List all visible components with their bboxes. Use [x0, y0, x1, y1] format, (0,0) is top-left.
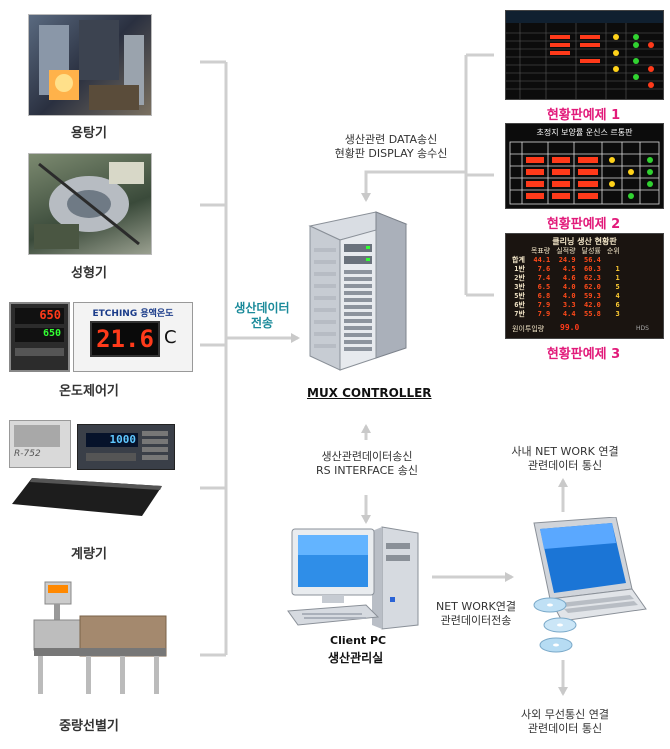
- temperature-display-panel: ETCHING 용액온도 21.6 C: [73, 302, 193, 372]
- display-3-header: 실적량: [556, 247, 576, 255]
- display-3-cell: 5: [615, 283, 620, 291]
- display-3-cell: 1: [615, 265, 620, 273]
- display-3-cell: 7.4: [537, 274, 551, 282]
- left-transfer-label: 생산데이터 전송: [234, 301, 290, 330]
- display-3-cell: 6: [615, 301, 620, 309]
- display-3-row: 5반 6.8 4.0 59.3 4: [509, 292, 623, 301]
- display-3-footer-label: 원이투입량: [512, 325, 545, 333]
- status-board-example-1: [505, 10, 664, 100]
- display-3-cell: [604, 256, 623, 265]
- client-pc-icon: [286, 525, 432, 633]
- display-3-row: 2반 7.4 4.6 62.3 1: [509, 274, 623, 283]
- display-3-cell: 59.3: [584, 292, 601, 300]
- mux-controller-server-icon: [300, 208, 410, 373]
- display-3-header: 달성률: [581, 247, 601, 255]
- temp-panel-value: 21.6: [90, 321, 160, 357]
- display-3-cell: 60.3: [584, 265, 601, 273]
- display-label-2: 현황판예제 2: [546, 217, 621, 232]
- display-3-cell: 4.0: [562, 283, 576, 291]
- to-server-top-arrow: [361, 170, 466, 202]
- display-3-cell: 3.3: [562, 301, 576, 309]
- client-pc-label: Client PC: [330, 634, 387, 647]
- display-3-row: 합계 44.1 24.9 56.4: [509, 256, 623, 265]
- laptop-icon: [520, 516, 650, 657]
- display-3-cell: 44.1: [533, 256, 551, 264]
- display-3-cell: 7.9: [537, 310, 551, 318]
- display-3-row: 3반 6.5 4.0 62.0 5: [509, 283, 623, 292]
- display-3-footer-value: 99.0: [560, 323, 580, 332]
- display-3-header: 순위: [606, 247, 620, 255]
- melting-furnace-photo: [28, 14, 152, 116]
- temp-panel-unit: C: [164, 327, 177, 348]
- display-3-cell: 1반: [514, 265, 525, 273]
- mux-controller-label: MUX CONTROLLER: [307, 386, 432, 400]
- display-3-cell: 42.0: [584, 301, 601, 309]
- display-3-title: 클리닝 생산 현황판: [552, 237, 617, 246]
- display-3-cell: 55.8: [584, 310, 601, 318]
- display-3-row: 7반 7.9 4.4 55.8 3: [509, 310, 623, 319]
- display-3-row: 6반 7.9 3.3 42.0 6: [509, 301, 623, 310]
- display-3-cell: 7.6: [537, 265, 551, 273]
- display-3-cell: 4.5: [562, 265, 576, 273]
- display-3-cell: 6반: [514, 301, 525, 309]
- display-3-cell: 7반: [514, 310, 525, 318]
- display-3-cell: 62.3: [584, 274, 601, 282]
- display-3-header: [509, 246, 528, 256]
- network-link-label: NET WORK연결 관련데이터전송: [435, 600, 517, 627]
- display-3-cell: 2반: [514, 274, 525, 282]
- temperature-controller-photo: 650 650: [9, 302, 70, 372]
- display-3-cell: 6.5: [537, 283, 551, 291]
- device-label-temperature: 온도제어기: [59, 384, 119, 399]
- top-link-label: 생산관련 DATA송신 현황판 DISPLAY 송수신: [334, 133, 448, 160]
- display-3-header: 목표량: [530, 247, 551, 255]
- display-3-cell: 24.9: [558, 256, 576, 264]
- display-3-cell: 4.0: [562, 292, 576, 300]
- molding-machine-photo: [28, 153, 152, 255]
- display-3-cell: 56.4: [584, 256, 601, 264]
- display-3-row: 1반 7.6 4.5 60.3 1: [509, 265, 623, 274]
- device-label-melting: 용탕기: [71, 126, 107, 141]
- controller-sv: 650: [15, 328, 64, 342]
- temp-panel-title: ETCHING 용액온도: [92, 309, 174, 319]
- display-3-cell: 3반: [514, 283, 525, 291]
- weighing-indicator-photo: 1000: [77, 424, 175, 470]
- intranet-label: 사내 NET WORK 연결 관련데이터 통신: [511, 445, 619, 472]
- display-3-cell: 6.8: [537, 292, 551, 300]
- status-board-example-2: 초정지 보양률 운신스 르통판: [505, 123, 664, 209]
- display-label-3: 현황판예제 3: [546, 347, 621, 362]
- display-3-cell: 1: [615, 274, 620, 282]
- display-3-cell: 5반: [514, 292, 525, 300]
- display-3-cell: 합계: [512, 256, 525, 264]
- printer-text: R-752: [14, 449, 41, 459]
- display-3-cell: 62.0: [584, 283, 601, 291]
- mid-link-label: 생산관련데이터송신 RS INTERFACE 송신: [316, 450, 418, 477]
- weighing-platform-photo: [12, 476, 162, 518]
- checkweigher-photo: [30, 580, 170, 698]
- display-3-cell: 4.4: [562, 310, 576, 318]
- display-3-cell: 7.9: [537, 301, 551, 309]
- wireless-label: 사외 무선통신 연결 관련데이터 통신: [521, 708, 609, 735]
- display-3-brand: HDS: [636, 325, 649, 332]
- device-label-scale: 계량기: [71, 547, 107, 562]
- display-2-title: 초정지 보양률 운신스 르통판: [536, 128, 633, 137]
- display-3-cell: 3: [615, 310, 620, 318]
- display-3-cell: 4: [615, 292, 620, 300]
- device-label-checkweigher: 중량선별기: [59, 719, 119, 734]
- scale-printer-photo: R-752: [9, 420, 71, 468]
- display-3-cell: 4.6: [562, 274, 576, 282]
- scale-value: 1000: [86, 433, 138, 447]
- client-room-label: 생산관리실: [328, 651, 384, 665]
- device-label-molding: 성형기: [71, 266, 107, 281]
- controller-pv: 650: [15, 308, 64, 324]
- display-label-1: 현황판예제 1: [546, 108, 621, 123]
